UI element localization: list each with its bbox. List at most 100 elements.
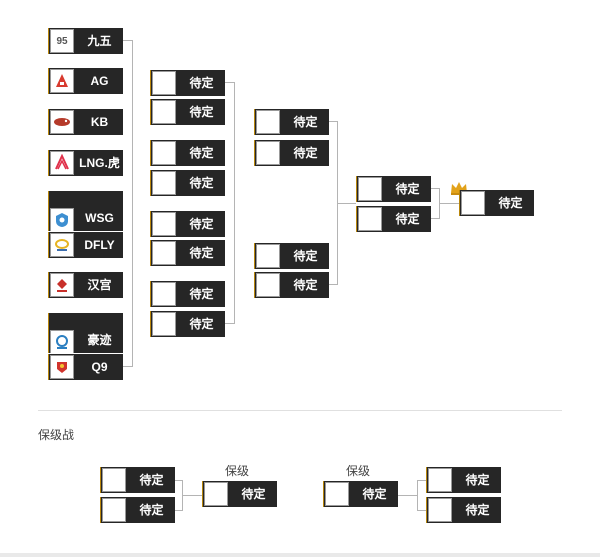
slot-label: 待定 [293, 146, 318, 160]
haoji-logo [50, 330, 74, 353]
connector [418, 510, 426, 511]
placeholder-logo [152, 141, 176, 165]
placeholder-logo [358, 207, 382, 231]
slot-label: 待定 [293, 278, 318, 292]
team-slot-q9[interactable]: Q9 [48, 354, 123, 380]
team-slot-ag[interactable]: AG [48, 68, 123, 94]
team-name: 汉宫 [87, 278, 112, 292]
round2-slot-2[interactable]: 待定 [150, 99, 225, 125]
placeholder-logo [428, 468, 452, 492]
relegation-left-result[interactable]: 待定 [202, 481, 277, 507]
slot-label: 待定 [189, 105, 214, 119]
placeholder-logo [102, 498, 126, 522]
round4-slot-1[interactable]: 待定 [356, 176, 431, 202]
95-logo: 95 [50, 29, 74, 53]
round3-slot-2[interactable]: 待定 [254, 140, 329, 166]
placeholder-logo [358, 177, 382, 201]
round3-slot-3[interactable]: 待定 [254, 243, 329, 269]
team-slot-lng[interactable]: LNG.虎 [48, 150, 123, 176]
connector [225, 323, 234, 324]
connector [440, 203, 459, 204]
connector [183, 495, 202, 496]
slot-label: 待定 [465, 473, 490, 487]
relegation-right-result[interactable]: 待定 [323, 481, 398, 507]
connector [329, 284, 337, 285]
round3-slot-1[interactable]: 待定 [254, 109, 329, 135]
placeholder-logo [152, 71, 176, 95]
round2-slot-8[interactable]: 待定 [150, 311, 225, 337]
slot-label: 待定 [498, 196, 523, 210]
relegation-right-slot-1[interactable]: 待定 [426, 467, 501, 493]
relegation-right-slot-2[interactable]: 待定 [426, 497, 501, 523]
slot-label: 待定 [139, 473, 164, 487]
placeholder-logo [102, 468, 126, 492]
slot-label: 待定 [362, 487, 387, 501]
round2-slot-5[interactable]: 待定 [150, 211, 225, 237]
slot-label: 待定 [189, 146, 214, 160]
bottom-edge [0, 553, 600, 557]
connector [398, 495, 417, 496]
team-name: KB [90, 115, 109, 129]
connector [175, 480, 182, 481]
connector [338, 203, 356, 204]
placeholder-logo [152, 282, 176, 306]
round2-slot-6[interactable]: 待定 [150, 240, 225, 266]
team-slot-hangong[interactable]: 汉宫 [48, 272, 123, 298]
placeholder-logo [152, 212, 176, 236]
slot-label: 待定 [395, 212, 420, 226]
placeholder-logo [152, 241, 176, 265]
relegation-left-label: 保级 [225, 464, 250, 478]
team-name: AG [90, 74, 109, 88]
team-slot-haoji[interactable]: 豪迹 [48, 313, 123, 353]
placeholder-logo [256, 110, 280, 134]
team-slot-wsg[interactable]: WSG [48, 191, 123, 231]
placeholder-logo [461, 191, 485, 215]
slot-label: 待定 [189, 217, 214, 231]
placeholder-logo [256, 273, 280, 297]
relegation-left-slot-1[interactable]: 待定 [100, 467, 175, 493]
team-slot-kb[interactable]: KB [48, 109, 123, 135]
q9-logo [50, 355, 74, 379]
lng-logo [50, 151, 74, 175]
connector [234, 82, 235, 324]
team-name: Q9 [91, 360, 108, 374]
dfly-logo [50, 233, 74, 257]
round3-slot-4[interactable]: 待定 [254, 272, 329, 298]
round4-slot-2[interactable]: 待定 [356, 206, 431, 232]
placeholder-logo [152, 312, 176, 336]
connector [418, 480, 426, 481]
connector [439, 188, 440, 219]
slot-label: 待定 [189, 246, 214, 260]
connector [431, 188, 439, 189]
placeholder-logo [152, 171, 176, 195]
connector [182, 480, 183, 511]
slot-label: 待定 [395, 182, 420, 196]
placeholder-logo [428, 498, 452, 522]
team-name: WSG [85, 211, 114, 225]
round2-slot-1[interactable]: 待定 [150, 70, 225, 96]
placeholder-logo [152, 100, 176, 124]
connector [417, 480, 418, 511]
team-name: 豪迹 [87, 333, 112, 347]
round2-slot-7[interactable]: 待定 [150, 281, 225, 307]
team-slot-jiuwu[interactable]: 95 九五 [48, 28, 123, 54]
round2-slot-4[interactable]: 待定 [150, 170, 225, 196]
relegation-title: 保级战 [38, 428, 75, 442]
slot-label: 待定 [465, 503, 490, 517]
slot-label: 待定 [189, 176, 214, 190]
champion-slot[interactable]: 待定 [459, 190, 534, 216]
team-name: LNG.虎 [79, 156, 120, 170]
connector [175, 510, 182, 511]
team-slot-dfly[interactable]: DFLY [48, 232, 123, 258]
connector [132, 40, 133, 367]
slot-label: 待定 [293, 249, 318, 263]
round2-slot-3[interactable]: 待定 [150, 140, 225, 166]
kb-logo [50, 110, 74, 134]
slot-label: 待定 [241, 487, 266, 501]
connector [123, 366, 132, 367]
placeholder-logo [256, 244, 280, 268]
relegation-left-slot-2[interactable]: 待定 [100, 497, 175, 523]
slot-label: 待定 [293, 115, 318, 129]
team-name: DFLY [84, 238, 115, 252]
